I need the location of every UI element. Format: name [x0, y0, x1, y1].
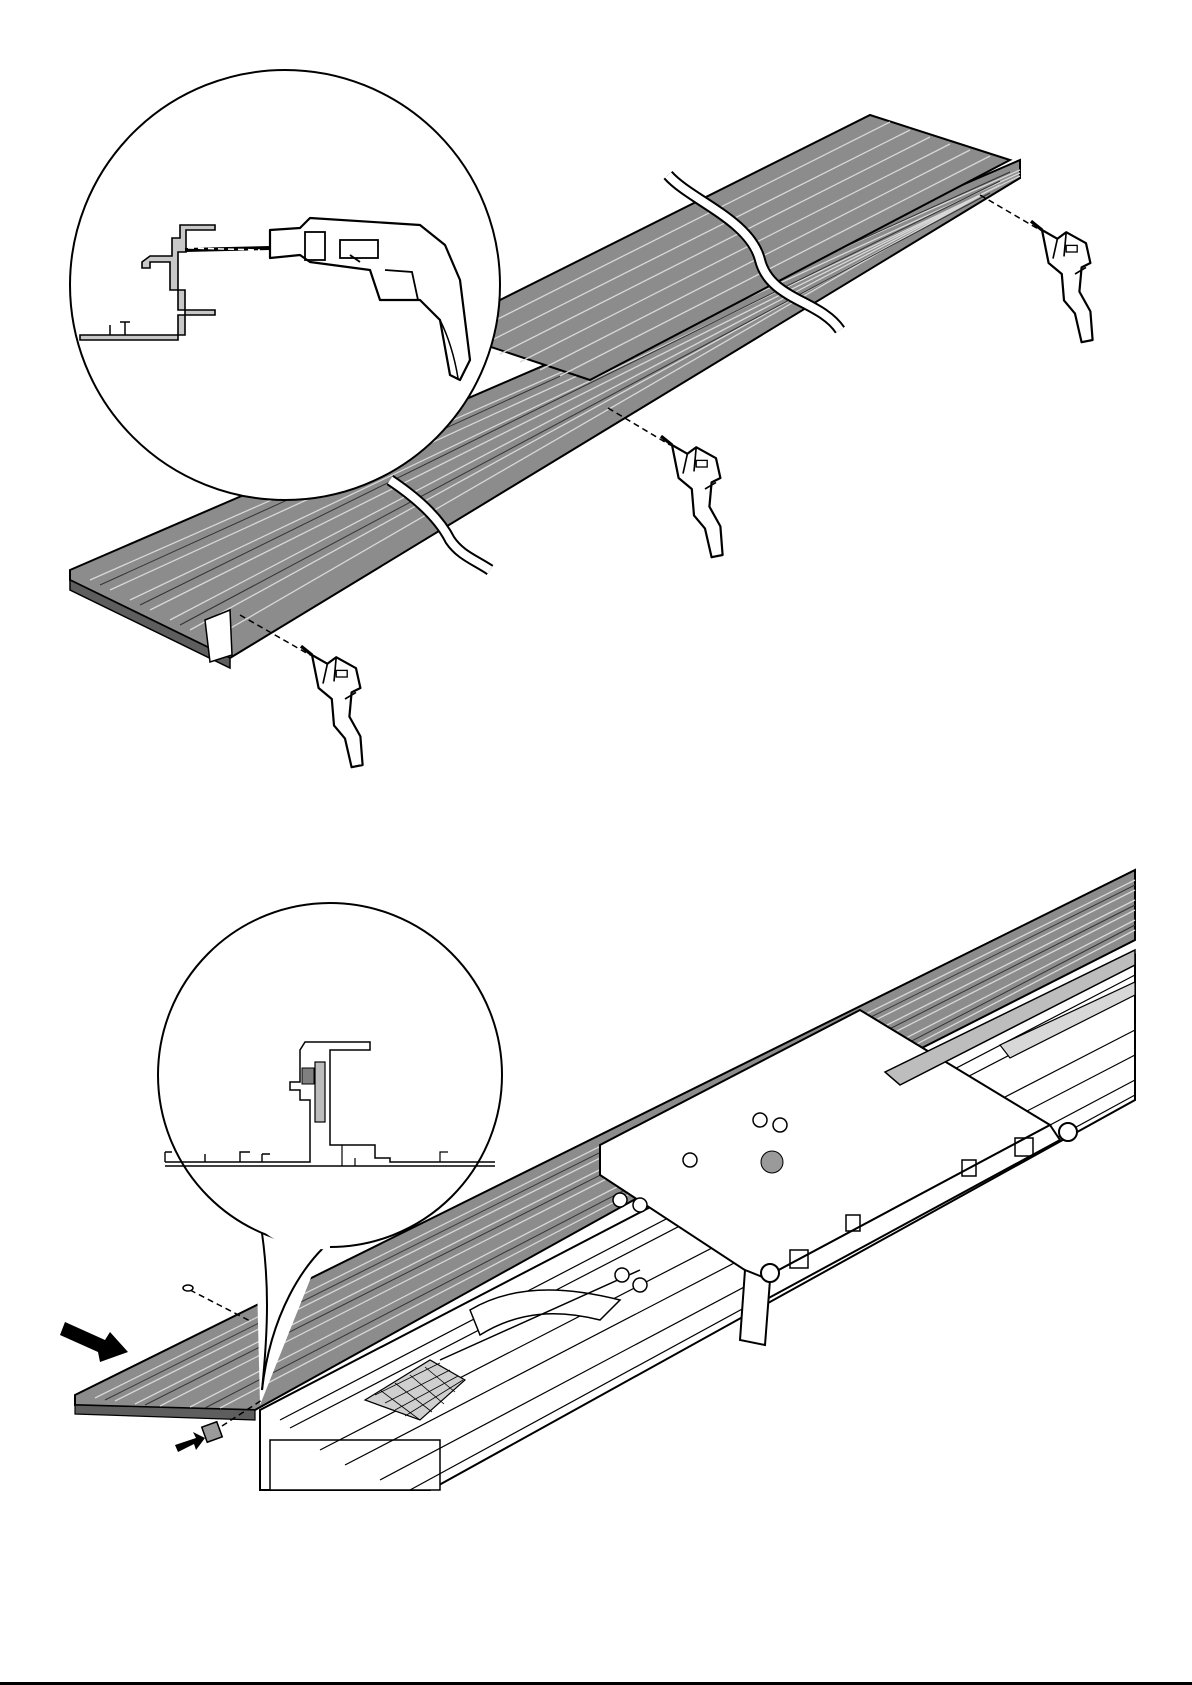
arrow-icon	[175, 1432, 205, 1452]
figure-drilling-step	[0, 0, 1192, 800]
drill-icon	[980, 195, 1093, 342]
drilling-illustration	[0, 0, 1192, 800]
arrow-icon	[60, 1322, 128, 1362]
detail-circle-drilling	[70, 70, 500, 500]
figure-insert-step	[0, 800, 1192, 1685]
stop-dot	[761, 1151, 783, 1173]
drill-icon	[608, 408, 723, 557]
insertion-illustration	[0, 800, 1192, 1685]
